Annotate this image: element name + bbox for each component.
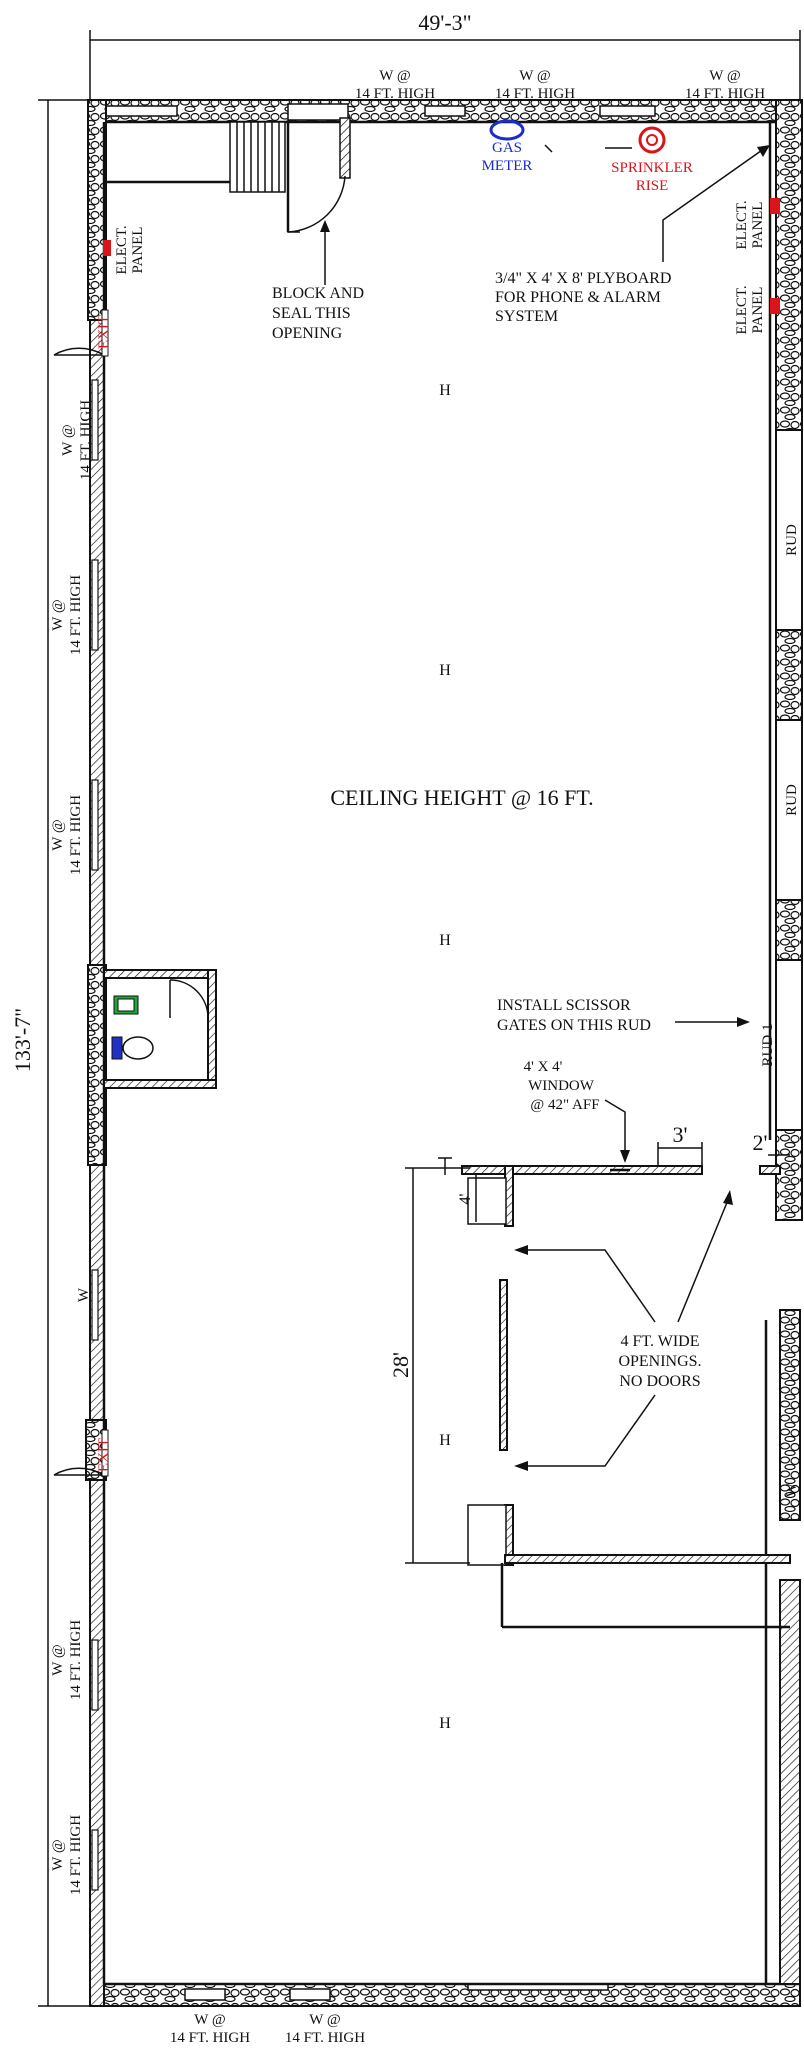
gas-tick xyxy=(544,144,553,153)
sprinkler-line2: RISE xyxy=(636,178,669,194)
room-depth-label: 28' xyxy=(388,1352,413,1378)
sprinkler-icon xyxy=(638,126,666,154)
wall-left-3-line1: W @ xyxy=(50,819,66,851)
plyboard-line1: 3/4" X 4' X 8' PLYBOARD xyxy=(495,270,671,287)
block-seal-line1: BLOCK AND xyxy=(272,285,364,302)
exit-1-label: EXIT xyxy=(96,315,112,349)
exit-2-label: EXIT xyxy=(96,1438,112,1472)
dim-2-label: 2' xyxy=(753,1130,768,1155)
scissor-line1: INSTALL SCISSOR xyxy=(497,997,631,1014)
gas-meter-line1: GAS xyxy=(492,140,522,156)
block-seal-line3: OPENING xyxy=(272,325,343,342)
elect-panel-right-1-line1: ELECT. xyxy=(734,200,750,249)
length-label: 133'-7" xyxy=(10,1008,35,1072)
wall-left-w: W xyxy=(76,1287,92,1302)
wall-bottom-1-line1: W @ xyxy=(194,2012,226,2028)
wall-top-3-line1: W @ xyxy=(709,68,741,84)
plyboard-line2: FOR PHONE & ALARM xyxy=(495,289,661,306)
width-dimension: 49'-3" xyxy=(89,10,801,100)
sprinkler-line1: SPRINKLER xyxy=(611,160,693,176)
light-marker-4: H xyxy=(439,1432,451,1449)
openings-line3: NO DOORS xyxy=(619,1373,700,1390)
elect-panel-left-line1: ELECT. xyxy=(114,225,130,274)
openings-leader-3 xyxy=(677,1199,729,1323)
bottom-wall xyxy=(89,1982,801,2007)
ceiling-height-label: CEILING HEIGHT @ 16 FT. xyxy=(330,785,593,810)
length-dimension: 133'-7" xyxy=(10,99,95,2007)
sealed-door xyxy=(286,117,351,233)
window-line2: WINDOW xyxy=(528,1078,595,1094)
window-line3: @ 42" AFF xyxy=(530,1097,599,1113)
elect-panel-right-2-line2: PANEL xyxy=(750,287,766,334)
wall-bottom-2-line1: W @ xyxy=(309,2012,341,2028)
room-depth-dimension xyxy=(405,1157,470,1564)
openings-line2: OPENINGS. xyxy=(618,1353,701,1370)
wall-bottom-1-line2: 14 FT. HIGH xyxy=(170,2030,250,2046)
wall-top-1-line2: 14 FT. HIGH xyxy=(355,86,435,102)
elect-panel-left-marker xyxy=(103,240,111,256)
wall-top-1-line1: W @ xyxy=(379,68,411,84)
plyboard-arrow xyxy=(757,145,770,157)
window-line1: 4' X 4' xyxy=(524,1059,563,1075)
window-leader xyxy=(604,1099,626,1155)
wall-left-5-line1: W @ xyxy=(50,1839,66,1871)
elect-panel-left-line2: PANEL xyxy=(130,227,146,274)
toilet-tank-icon xyxy=(111,1036,123,1060)
rud-b-label: RUD xyxy=(784,784,800,816)
top-wall xyxy=(89,99,801,124)
openings-line1: 4 FT. WIDE xyxy=(621,1333,700,1350)
rud-1-label: RUD 1 xyxy=(760,1024,776,1067)
plyboard-leader xyxy=(662,147,766,262)
wall-right-w: W xyxy=(784,1482,800,1497)
right-wall xyxy=(764,99,803,1985)
wall-left-2-line1: W @ xyxy=(50,599,66,631)
window-arrow xyxy=(620,1150,630,1163)
gas-meter-line2: METER xyxy=(482,158,533,174)
width-label: 49'-3" xyxy=(418,10,471,35)
dim-3-label: 3' xyxy=(673,1122,688,1147)
wall-left-1-line1: W @ xyxy=(60,424,76,456)
exit-door-2: EXIT xyxy=(53,1429,112,1477)
scissor-line2: GATES ON THIS RUD xyxy=(497,1017,651,1034)
toilet-icon xyxy=(122,1036,154,1060)
wall-left-5-line2: 14 FT. HIGH xyxy=(68,1815,84,1895)
interior-room xyxy=(461,1165,791,1629)
wall-left-2-line2: 14 FT. HIGH xyxy=(68,575,84,655)
wall-bottom-2-line2: 14 FT. HIGH xyxy=(285,2030,365,2046)
gas-meter-icon xyxy=(489,119,525,141)
wall-left-4-line2: 14 FT. HIGH xyxy=(68,1620,84,1700)
light-marker-3: H xyxy=(439,932,451,949)
elect-panel-right-2-line1: ELECT. xyxy=(734,285,750,334)
wall-left-1-line2: 14 FT. HIGH xyxy=(78,400,94,480)
left-wall xyxy=(85,99,107,2007)
elect-panel-right-1-line2: PANEL xyxy=(750,202,766,249)
elect-panel-right-1-marker xyxy=(770,198,780,214)
scissor-arrow xyxy=(737,1017,750,1027)
wall-left-4-line1: W @ xyxy=(50,1644,66,1676)
restroom xyxy=(103,969,217,1089)
exit-door-1: EXIT xyxy=(53,309,112,357)
wall-top-2-line2: 14 FT. HIGH xyxy=(495,86,575,102)
light-marker-1: H xyxy=(439,382,451,399)
rud-a-label: RUD xyxy=(784,524,800,556)
openings-leader-1 xyxy=(525,1249,656,1323)
staircase xyxy=(104,121,286,193)
light-marker-5: H xyxy=(439,1715,451,1732)
light-marker-2: H xyxy=(439,662,451,679)
elect-panel-right-2-marker xyxy=(770,298,780,314)
wall-top-3-line2: 14 FT. HIGH xyxy=(685,86,765,102)
wall-top-2-line1: W @ xyxy=(519,68,551,84)
block-seal-line2: SEAL THIS xyxy=(272,305,351,322)
openings-leader-2 xyxy=(525,1394,656,1467)
dim-4-label: 4' xyxy=(457,1193,474,1204)
plyboard-line3: SYSTEM xyxy=(495,308,558,325)
block-seal-arrow xyxy=(320,220,330,232)
wall-left-3-line2: 14 FT. HIGH xyxy=(68,795,84,875)
